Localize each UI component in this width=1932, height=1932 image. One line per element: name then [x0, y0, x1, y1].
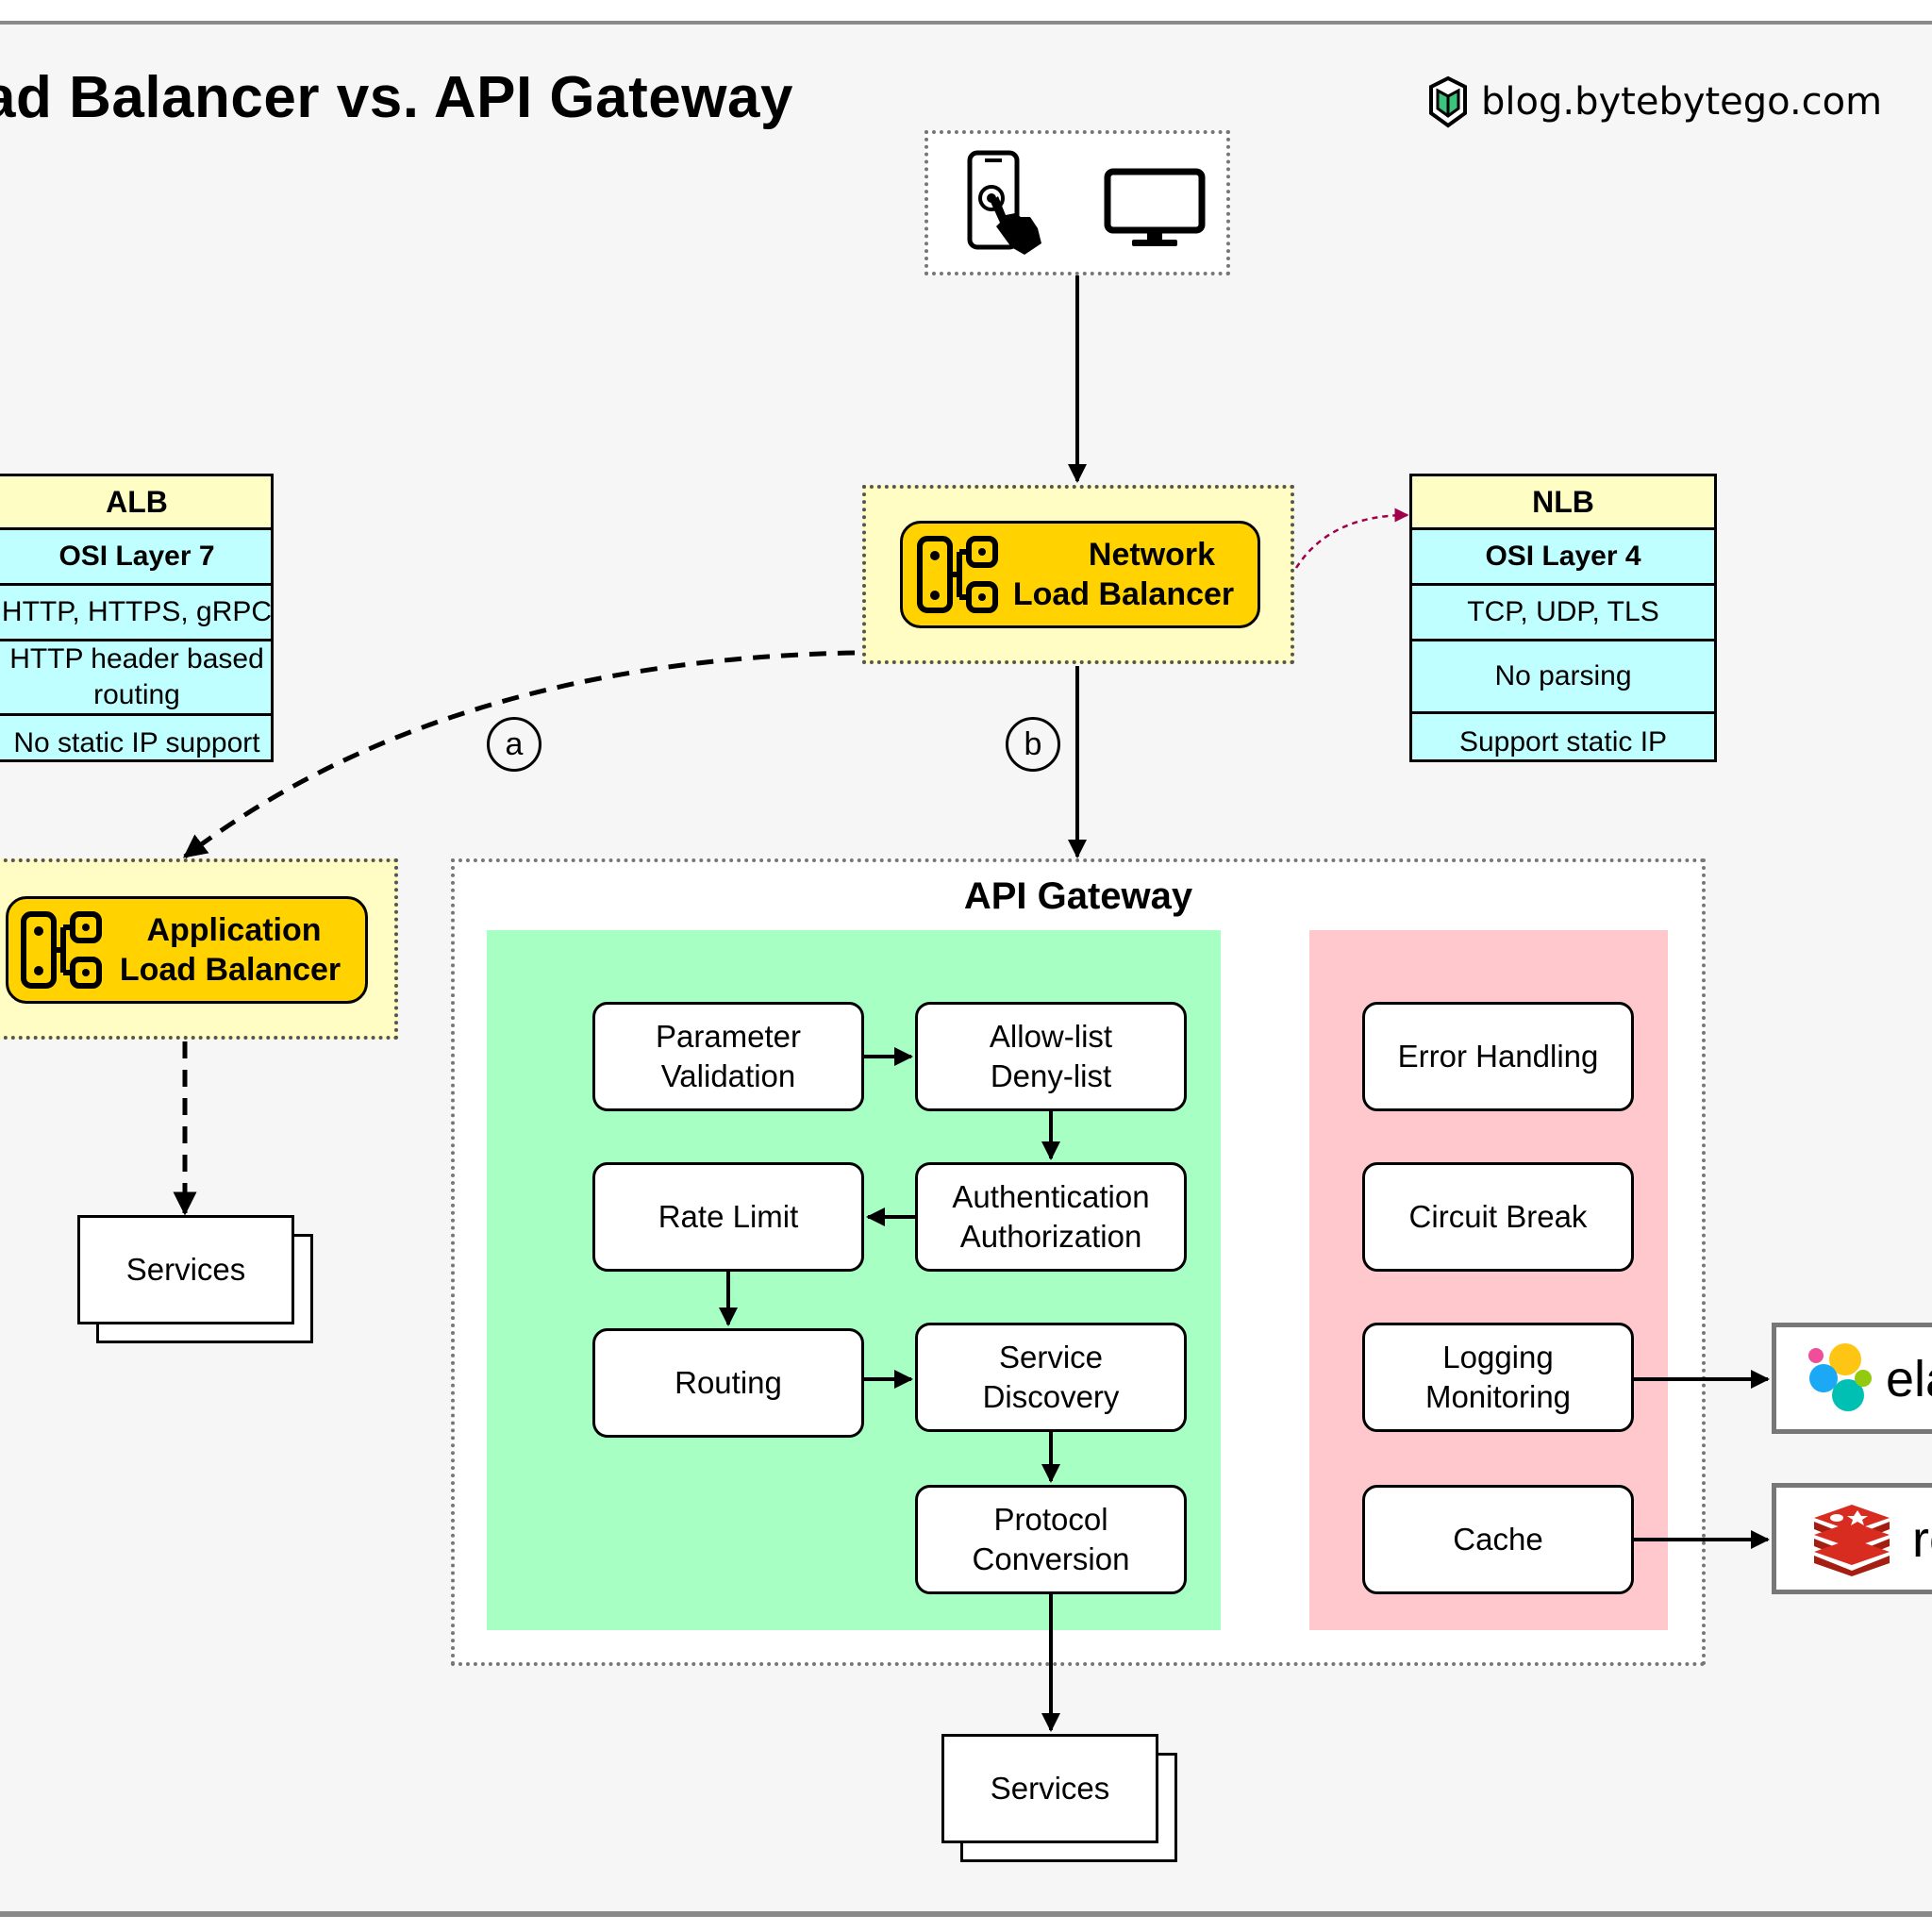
node-label: Protocol — [993, 1502, 1108, 1537]
alb-protocols: HTTP, HTTPS, gRPC — [0, 583, 272, 639]
logging-monitoring-node[interactable]: Logging Monitoring — [1362, 1323, 1634, 1432]
allow-deny-list-node[interactable]: Allow-list Deny-list — [915, 1002, 1187, 1111]
brand: blog.bytebytego.com — [1426, 74, 1882, 130]
node-label: Rate Limit — [658, 1199, 799, 1234]
node-label: Parameter — [655, 1019, 802, 1054]
error-handling-node[interactable]: Error Handling — [1362, 1002, 1634, 1111]
application-load-balancer[interactable]: Application Load Balancer — [6, 896, 368, 1004]
elastic-label: ela — [1886, 1351, 1932, 1407]
nlb-table-header: NLB — [1412, 476, 1714, 527]
elastic-target: ela — [1772, 1323, 1932, 1434]
node-label: Logging — [1442, 1340, 1554, 1374]
elastic-logo-icon — [1808, 1343, 1872, 1411]
protocol-conversion-node[interactable]: Protocol Conversion — [915, 1485, 1187, 1594]
circuit-break-node[interactable]: Circuit Break — [1362, 1162, 1634, 1272]
alb-label-line1: Application — [146, 912, 322, 948]
alb-routing-line1: HTTP header based — [9, 643, 264, 675]
node-label: Authorization — [959, 1219, 1142, 1254]
application-load-balancer-container: Application Load Balancer — [0, 858, 398, 1040]
nlb-spec-table: NLB OSI Layer 4 TCP, UDP, TLS No parsing… — [1409, 474, 1717, 762]
alb-label-line2: Load Balancer — [119, 952, 341, 988]
alb-osi-layer: OSI Layer 7 — [0, 527, 271, 583]
nlb-label-line2: Load Balancer — [1012, 576, 1235, 612]
path-label-b: b — [1006, 717, 1060, 772]
node-label: Routing — [675, 1365, 782, 1400]
page-title: ad Balancer vs. API Gateway — [0, 65, 793, 130]
api-gateway-title: API Gateway — [963, 875, 1193, 917]
node-label: Error Handling — [1397, 1039, 1599, 1074]
nlb-protocols: TCP, UDP, TLS — [1412, 583, 1714, 639]
services-bottom[interactable]: Services — [941, 1734, 1158, 1843]
bytebytego-logo-icon — [1429, 75, 1467, 128]
network-load-balancer-container: Network Load Balancer — [862, 485, 1294, 664]
smartphone-touch-icon — [967, 150, 1041, 255]
arrow-nlb-to-nlb-table — [1294, 508, 1409, 569]
redis-label: re — [1912, 1511, 1932, 1568]
nlb-static-ip: Support static IP — [1412, 711, 1714, 771]
node-label: Allow-list — [989, 1019, 1113, 1054]
node-label: Deny-list — [990, 1058, 1112, 1093]
service-discovery-node[interactable]: Service Discovery — [915, 1323, 1187, 1432]
services-left[interactable]: Services — [77, 1215, 294, 1324]
nlb-osi-layer: OSI Layer 4 — [1412, 527, 1714, 583]
client-devices — [924, 130, 1230, 275]
path-label-a: a — [487, 717, 541, 772]
alb-routing: HTTP header based routing — [0, 639, 271, 713]
node-label: Conversion — [972, 1541, 1130, 1576]
node-label: Service — [998, 1340, 1104, 1374]
nlb-parsing: No parsing — [1412, 639, 1714, 711]
network-load-balancer[interactable]: Network Load Balancer — [900, 521, 1260, 628]
redis-target: re — [1772, 1483, 1932, 1594]
load-balancer-icon — [21, 911, 102, 989]
alb-table-header: ALB — [0, 476, 271, 527]
node-label: Authentication — [952, 1179, 1150, 1214]
node-label: Circuit Break — [1408, 1199, 1588, 1234]
node-label: Validation — [660, 1058, 796, 1093]
authentication-authorization-node[interactable]: Authentication Authorization — [915, 1162, 1187, 1272]
alb-static-ip: No static IP support — [0, 713, 271, 771]
cache-node[interactable]: Cache — [1362, 1485, 1634, 1594]
rate-limit-node[interactable]: Rate Limit — [592, 1162, 864, 1272]
routing-node[interactable]: Routing — [592, 1328, 864, 1438]
load-balancer-icon — [917, 536, 998, 613]
nlb-label-line1: Network — [1088, 537, 1216, 573]
redis-logo-icon — [1814, 1505, 1890, 1576]
arrow-nlb-to-alb-dashed — [183, 650, 856, 858]
alb-spec-table: ALB OSI Layer 7 HTTP, HTTPS, gRPC HTTP h… — [0, 474, 274, 762]
desktop-monitor-icon — [1104, 168, 1206, 246]
node-label: Discovery — [982, 1379, 1120, 1414]
node-label: Monitoring — [1424, 1379, 1572, 1414]
parameter-validation-node[interactable]: Parameter Validation — [592, 1002, 864, 1111]
alb-routing-line2: routing — [93, 679, 180, 710]
node-label: Cache — [1453, 1522, 1543, 1557]
brand-url: blog.bytebytego.com — [1481, 80, 1883, 124]
